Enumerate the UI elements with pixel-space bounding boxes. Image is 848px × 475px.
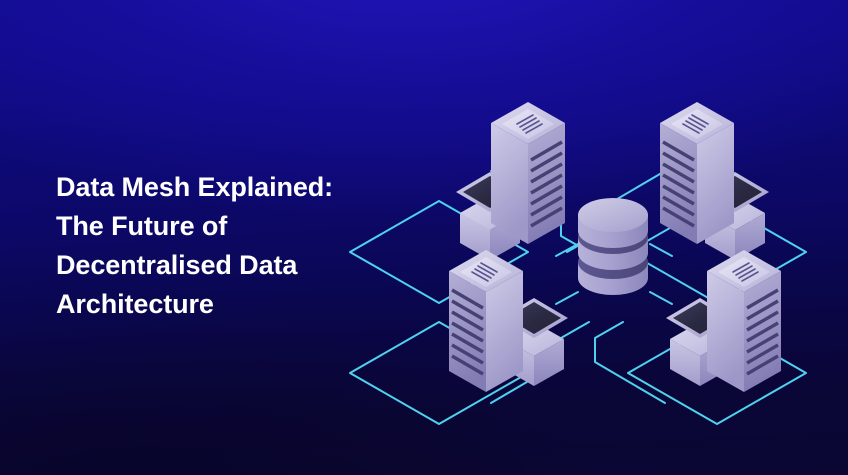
spur-right-upper [649, 243, 673, 257]
spur-left-upper [555, 243, 579, 257]
spur-right-lower [649, 291, 673, 305]
node-bottom-right [666, 248, 783, 394]
connector-bottom-right [594, 321, 666, 404]
page-title: Data Mesh Explained: The Future of Decen… [56, 172, 334, 319]
node-bottom-left [447, 248, 568, 394]
spur-left-lower [555, 291, 579, 305]
node-top-right [658, 100, 769, 260]
central-database-icon [578, 198, 648, 295]
node-top-left [456, 100, 567, 260]
